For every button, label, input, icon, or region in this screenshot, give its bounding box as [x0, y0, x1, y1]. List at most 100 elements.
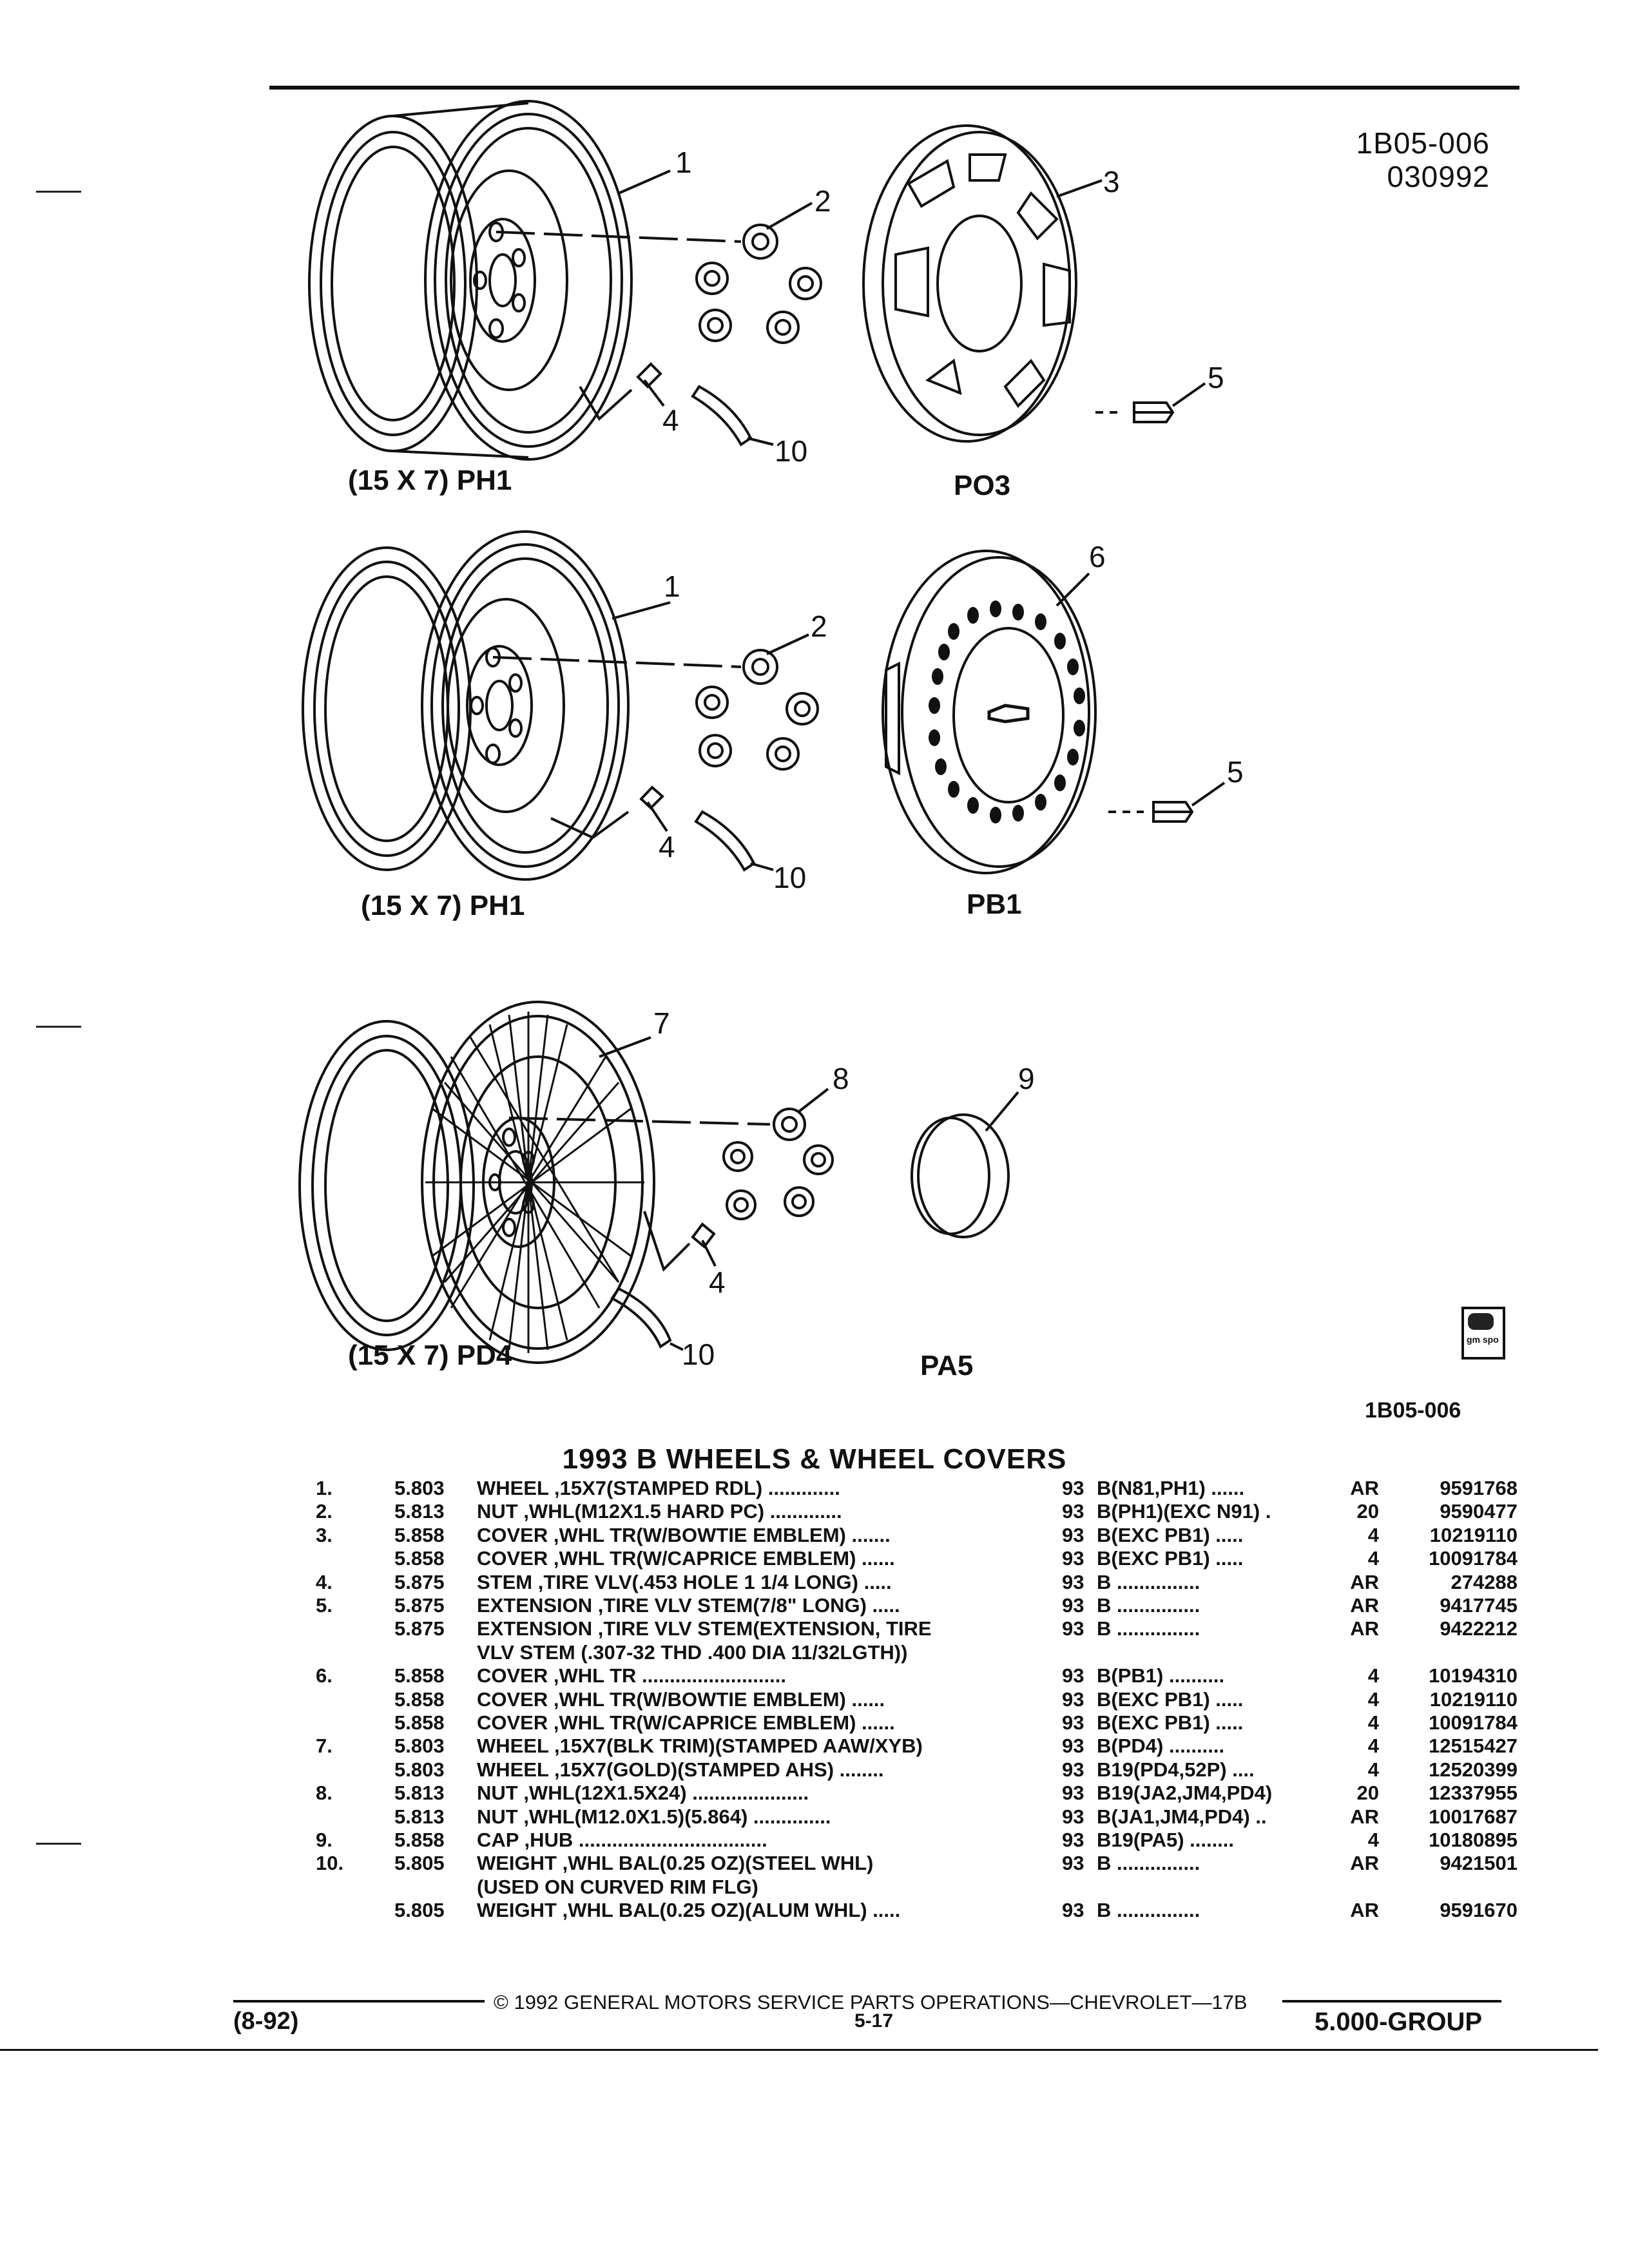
callout-7: 7	[653, 1006, 670, 1040]
parts-cell-grp: 5.858	[394, 1711, 445, 1734]
parts-cell-model: B(EXC PB1) .....	[1097, 1687, 1244, 1711]
parts-cell-part: 9417745	[1440, 1594, 1518, 1617]
wheel-label-1: (15 X 7) PH1	[348, 465, 512, 496]
parts-cell-model: B(N81,PH1) ......	[1097, 1477, 1245, 1499]
parts-cell-desc: (USED ON CURVED RIM FLG)	[477, 1875, 758, 1898]
parts-cell-model: B(JA1,JM4,PD4) ..	[1097, 1805, 1267, 1828]
top-rule	[269, 86, 1519, 90]
callout-6: 6	[1089, 540, 1106, 573]
parts-cell-part: 9422212	[1440, 1617, 1518, 1640]
parts-cell-desc: WHEEL ,15X7(GOLD)(STAMPED AHS) ........	[477, 1758, 884, 1781]
parts-cell-qty: 4	[1367, 1711, 1379, 1734]
parts-cell-qty: 4	[1367, 1758, 1379, 1781]
parts-cell-qty: AR	[1350, 1570, 1379, 1593]
parts-cell-year: 93	[1062, 1664, 1084, 1687]
parts-cell-model: B(PB1) ..........	[1097, 1664, 1225, 1687]
parts-cell-year: 93	[1062, 1735, 1084, 1758]
callout-5: 5	[1227, 755, 1244, 789]
parts-cell-model: B ...............	[1097, 1899, 1200, 1922]
parts-list-title: 1993 B WHEELS & WHEEL COVERS	[562, 1443, 1067, 1475]
parts-cell-qty: 4	[1367, 1523, 1379, 1546]
parts-cell-part: 9590477	[1440, 1500, 1518, 1523]
doc-date: 030992	[1387, 160, 1490, 193]
parts-cell-year: 93	[1062, 1617, 1084, 1640]
parts-cell-qty: 20	[1356, 1782, 1379, 1805]
illustration-code: 1B05-006	[1365, 1398, 1461, 1423]
parts-cell-desc: NUT ,WHL(M12X1.5 HARD PC) .............	[477, 1500, 842, 1523]
callout-2: 2	[811, 610, 827, 643]
callout-2: 2	[815, 184, 831, 218]
footer-rule-left	[233, 2000, 485, 2003]
parts-cell-desc: COVER ,WHL TR(W/CAPRICE EMBLEM) ......	[477, 1711, 895, 1734]
parts-cell-model: B19(PD4,52P) ....	[1097, 1758, 1255, 1781]
parts-cell-grp: 5.813	[394, 1782, 445, 1805]
parts-cell-qty: 4	[1367, 1664, 1379, 1687]
parts-cell-part: 12515427	[1429, 1735, 1518, 1758]
hub-cap-pa5	[911, 1113, 1010, 1238]
callout-9: 9	[1018, 1062, 1035, 1095]
parts-cell-grp: 5.875	[394, 1570, 445, 1593]
parts-cell-year: 93	[1062, 1758, 1084, 1781]
option-code-pa5: PA5	[920, 1350, 973, 1381]
parts-cell-desc: NUT ,WHL(M12.0X1.5)(5.864) .............…	[477, 1805, 831, 1828]
parts-cell-idx: 8.	[316, 1782, 333, 1805]
lug-nut-set-1	[695, 224, 822, 344]
parts-cell-year: 93	[1062, 1523, 1084, 1546]
parts-cell-year: 93	[1062, 1805, 1084, 1828]
parts-cell-idx: 2.	[316, 1500, 333, 1523]
parts-row: 5.803 WHEEL ,15X7(GOLD)(STAMPED AHS) ....…	[0, 1758, 1629, 1782]
parts-row: (USED ON CURVED RIM FLG)	[0, 1876, 1629, 1899]
parts-cell-model: B(PD4) ..........	[1097, 1735, 1225, 1758]
parts-cell-part: 9421501	[1440, 1852, 1518, 1875]
parts-cell-qty: 20	[1356, 1500, 1379, 1523]
callout-3: 3	[1103, 165, 1120, 198]
callout-10: 10	[773, 861, 806, 894]
wheel-cover-pb1	[882, 550, 1097, 874]
parts-cell-desc: COVER ,WHL TR(W/BOWTIE EMBLEM) .......	[477, 1523, 891, 1546]
callout-1: 1	[675, 146, 692, 179]
parts-cell-idx: 3.	[316, 1523, 333, 1546]
option-code-po3: PO3	[954, 470, 1010, 501]
parts-row: 2. 5.813 NUT ,WHL(M12X1.5 HARD PC) .......…	[0, 1500, 1629, 1523]
parts-cell-model: B ...............	[1097, 1617, 1200, 1640]
parts-cell-desc: VLV STEM (.307-32 THD .400 DIA 11/32LGTH…	[477, 1640, 908, 1664]
logo-emblem	[1468, 1313, 1494, 1330]
parts-cell-grp: 5.858	[394, 1829, 445, 1851]
parts-cell-part: 12337955	[1429, 1782, 1518, 1805]
parts-cell-model: B(EXC PB1) .....	[1097, 1547, 1244, 1570]
callout-1: 1	[664, 570, 680, 603]
revision-date: (8-92)	[233, 2008, 299, 2035]
parts-cell-grp: 5.803	[394, 1735, 445, 1758]
parts-cell-desc: EXTENSION ,TIRE VLV STEM(7/8" LONG) ....…	[477, 1594, 900, 1617]
parts-cell-model: B(EXC PB1) .....	[1097, 1523, 1244, 1546]
parts-cell-desc: COVER ,WHL TR(W/BOWTIE EMBLEM) ......	[477, 1687, 885, 1711]
parts-cell-qty: 4	[1367, 1547, 1379, 1570]
parts-cell-qty: AR	[1350, 1594, 1379, 1617]
parts-cell-grp: 5.858	[394, 1664, 445, 1687]
margin-mark	[36, 191, 81, 193]
parts-cell-part: 12520399	[1429, 1758, 1518, 1781]
parts-cell-model: B ...............	[1097, 1570, 1200, 1593]
callout-10: 10	[775, 434, 807, 468]
callout-10: 10	[682, 1338, 715, 1371]
parts-cell-grp: 5.858	[394, 1687, 445, 1711]
parts-cell-idx: 1.	[316, 1477, 333, 1499]
parts-cell-idx: 10.	[316, 1852, 344, 1875]
callout-4: 4	[709, 1265, 726, 1299]
bottom-rule	[0, 2049, 1598, 2051]
parts-cell-grp: 5.803	[394, 1758, 445, 1781]
parts-cell-year: 93	[1062, 1500, 1084, 1523]
parts-cell-desc: STEM ,TIRE VLV(.453 HOLE 1 1/4 LONG) ...…	[477, 1570, 892, 1593]
lug-nut-set-3	[722, 1108, 834, 1220]
parts-cell-grp: 5.813	[394, 1500, 445, 1523]
parts-cell-year: 93	[1062, 1829, 1084, 1851]
parts-cell-qty: AR	[1350, 1477, 1379, 1499]
parts-cell-qty: 4	[1367, 1687, 1379, 1711]
